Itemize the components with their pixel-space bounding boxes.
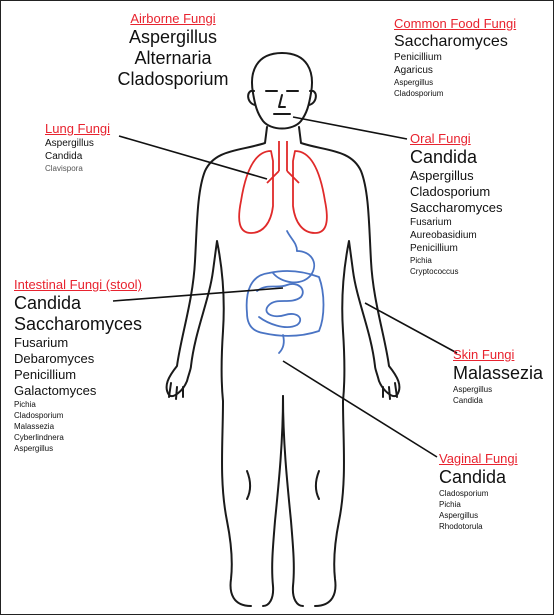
common-food-item: Penicillium xyxy=(394,51,516,64)
oral-item: Pichia xyxy=(410,255,502,266)
lung-fungi-title: Lung Fungi xyxy=(45,121,110,137)
intestinal-item: Fusarium xyxy=(14,335,142,351)
common-food-fungi-group: Common Food Fungi Saccharomyces Penicill… xyxy=(394,16,516,99)
small-intestine xyxy=(257,284,303,327)
inner-left-leg xyxy=(263,396,283,606)
vaginal-fungi-group: Vaginal Fungi Candida Cladosporium Pichi… xyxy=(439,451,518,532)
intestine-illustration xyxy=(247,231,324,353)
intestinal-item: Penicillium xyxy=(14,367,142,383)
lung-item: Clavispora xyxy=(45,163,110,174)
oral-item: Penicillium xyxy=(410,242,502,255)
lungs-illustration xyxy=(239,141,327,233)
vaginal-leader-line xyxy=(283,361,437,457)
intestinal-item: Aspergillus xyxy=(14,443,142,454)
skin-fungi-group: Skin Fungi Malassezia Aspergillus Candid… xyxy=(453,347,543,406)
intestinal-item: Malassezia xyxy=(14,421,142,432)
right-knee xyxy=(316,471,319,499)
inner-right-leg xyxy=(283,396,303,606)
rectum xyxy=(279,335,284,353)
stomach xyxy=(273,251,314,282)
body-right-side xyxy=(299,127,399,606)
body-outline xyxy=(167,53,400,606)
skin-item: Aspergillus xyxy=(453,384,543,395)
intestinal-fungi-title: Intestinal Fungi (stool) xyxy=(14,277,142,293)
common-food-item: Saccharomyces xyxy=(394,32,516,51)
left-lung xyxy=(239,151,273,233)
oral-item: Cladosporium xyxy=(410,184,502,200)
airborne-item: Aspergillus xyxy=(109,27,237,48)
head xyxy=(252,53,312,129)
lung-leader-line xyxy=(119,136,267,179)
oral-item: Aspergillus xyxy=(410,168,502,184)
right-lung xyxy=(293,151,327,233)
oral-item: Saccharomyces xyxy=(410,200,502,216)
common-food-fungi-title: Common Food Fungi xyxy=(394,16,516,32)
intestinal-fungi-group: Intestinal Fungi (stool) Candida Sacchar… xyxy=(14,277,142,454)
intestinal-item: Cladosporium xyxy=(14,410,142,421)
esophagus xyxy=(287,231,297,251)
vaginal-item: Cladosporium xyxy=(439,488,518,499)
leader-lines xyxy=(113,117,457,457)
oral-item: Aureobasidium xyxy=(410,229,502,242)
common-food-item: Agaricus xyxy=(394,64,516,77)
skin-item: Malassezia xyxy=(453,363,543,384)
skin-leader-line xyxy=(365,303,457,353)
vaginal-item: Candida xyxy=(439,467,518,488)
intestinal-item: Pichia xyxy=(14,399,142,410)
oral-leader-line xyxy=(293,117,407,139)
oral-fungi-title: Oral Fungi xyxy=(410,131,502,147)
lung-item: Candida xyxy=(45,150,110,163)
airborne-item: Cladosporium xyxy=(109,69,237,90)
intestinal-item: Candida xyxy=(14,293,142,314)
vaginal-item: Pichia xyxy=(439,499,518,510)
trachea xyxy=(279,141,287,171)
vaginal-item: Aspergillus xyxy=(439,510,518,521)
common-food-item: Cladosporium xyxy=(394,88,516,99)
skin-fungi-title: Skin Fungi xyxy=(453,347,543,363)
airborne-fungi-group: Airborne Fungi Aspergillus Alternaria Cl… xyxy=(109,11,237,90)
lung-item: Aspergillus xyxy=(45,137,110,150)
airborne-item: Alternaria xyxy=(109,48,237,69)
common-food-item: Aspergillus xyxy=(394,77,516,88)
body-left-side xyxy=(167,127,267,606)
intestinal-item: Galactomyces xyxy=(14,383,142,399)
oral-fungi-group: Oral Fungi Candida Aspergillus Cladospor… xyxy=(410,131,502,277)
intestinal-item: Cyberlindnera xyxy=(14,432,142,443)
nose xyxy=(279,95,285,107)
intestinal-item: Saccharomyces xyxy=(14,314,142,335)
vaginal-fungi-title: Vaginal Fungi xyxy=(439,451,518,467)
airborne-fungi-title: Airborne Fungi xyxy=(109,11,237,27)
vaginal-item: Rhodotorula xyxy=(439,521,518,532)
oral-item: Cryptococcus xyxy=(410,266,502,277)
oral-item: Candida xyxy=(410,147,502,168)
lung-fungi-group: Lung Fungi Aspergillus Candida Clavispor… xyxy=(45,121,110,174)
oral-item: Fusarium xyxy=(410,216,502,229)
left-knee xyxy=(247,471,250,499)
intestinal-item: Debaromyces xyxy=(14,351,142,367)
bronchi xyxy=(267,171,299,183)
skin-item: Candida xyxy=(453,395,543,406)
